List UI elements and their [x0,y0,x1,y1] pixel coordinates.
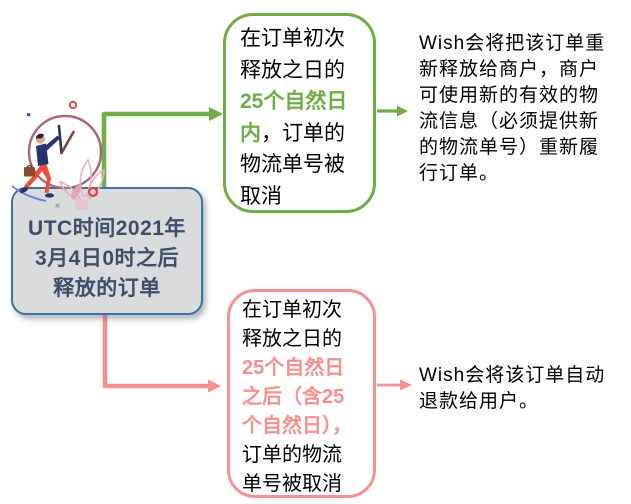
person-arm [44,135,60,151]
pink-elbow-arrowhead-icon [208,379,221,393]
green-result-arrow [377,105,408,117]
briefcase-icon [24,167,35,177]
condition-after-25-days-node: 在订单初次 释放之日的 25个自然日 之后（含25 个自然日）， 订单的物流 单… [227,289,376,498]
condition-text-highlight: 25个自然日 内 [240,90,348,145]
condition-text-pre: 在订单初次 释放之日的 [242,299,342,350]
start-node: UTC时间2021年 3月4日0时之后 释放的订单 [11,187,203,315]
plant-leaf-solid [71,184,81,200]
briefcase-handle [26,165,33,168]
clock-minute-hand [57,124,63,155]
condition-text-highlight: 25个自然日 之后（含25 个自然日）， [242,357,352,437]
blue-square-decoration [26,112,31,117]
green-elbow-arrowhead-icon [209,107,223,121]
x-mark-decoration [55,203,60,208]
red-circle-decoration-top [68,100,78,110]
blue-arc-decoration [11,185,47,202]
condition-text-post: ，订单的 物流单号被 取消 [240,121,345,208]
person-shoe-back [19,187,29,193]
outcome-rerelease-text: Wish会将把该订单重 新释放给商户，商户 可使用新的有效的物 流信息（必须提供… [419,33,606,184]
clock-person-illustration [11,100,105,210]
start-node-label: UTC时间2021年 3月4日0时之后 释放的订单 [28,217,186,300]
red-circle-decoration-bottom [87,186,99,198]
pink-result-arrowhead-icon [400,379,412,391]
person-shoe-front [44,193,55,198]
plant-pot [74,199,89,210]
person-pants [24,163,51,193]
condition-text-post: 订单的物流 单号被取消 [242,444,342,495]
green-result-arrowhead-icon [397,105,408,117]
clock-hour-hand [60,130,75,155]
condition-text-pre: 在订单初次 释放之日的 [240,27,345,82]
person-figure [19,133,60,198]
green-elbow-arrow [101,107,223,191]
outcome-refund-text: Wish会将该订单自动 退款给用户。 [419,365,606,412]
pink-result-arrow [377,379,412,391]
pink-elbow-arrow [102,313,221,393]
condition-within-25-days-node: 在订单初次 释放之日的 25个自然日 内，订单的 物流单号被 取消 [223,13,376,213]
person-hair [35,133,44,139]
